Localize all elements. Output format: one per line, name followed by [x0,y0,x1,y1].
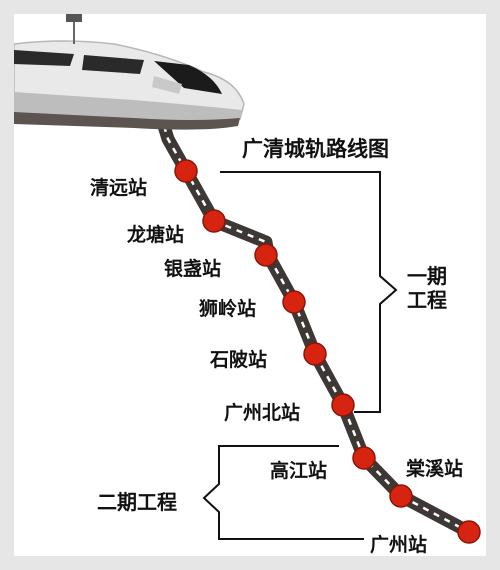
station-marker-guangzhoubei [331,393,355,417]
station-marker-tangxi [389,484,413,508]
station-label-qingyuan: 清远站 [90,177,148,199]
station-marker-longtang [202,209,226,233]
station-label-longtang: 龙塘站 [127,224,185,246]
station-marker-shiqiao [303,342,327,366]
station-marker-shiling [282,290,306,314]
phase-one-label: 一期 工程 [407,264,447,312]
map-title: 广清城轨路线图 [242,137,389,161]
station-label-guangzhou: 广州站 [370,534,428,556]
station-markers [174,159,481,544]
station-label-yinzhan: 银盏站 [164,258,222,280]
station-label-tangxi: 棠溪站 [406,458,464,480]
station-marker-qingyuan [174,159,198,183]
phase-one-bracket [220,171,398,413]
station-label-shiling: 狮岭站 [199,298,257,320]
station-marker-gaojiang [352,446,376,470]
station-marker-guangzhou [457,520,481,544]
station-label-guangzhoubei: 广州北站 [224,402,301,424]
route-map: 广清城轨路线图 清远站 龙塘站 银盏站 狮岭站 石陂站 广州北站 高江站 棠溪站… [14,14,486,556]
phase-two-bracket [202,445,364,540]
station-marker-yinzhan [254,243,278,267]
high-speed-train-icon [14,14,245,130]
phase-two-label: 二期工程 [97,490,177,514]
route-diagram-svg [14,14,481,544]
station-label-gaojiang: 高江站 [270,460,328,482]
station-label-shiqiao: 石陂站 [210,349,268,371]
